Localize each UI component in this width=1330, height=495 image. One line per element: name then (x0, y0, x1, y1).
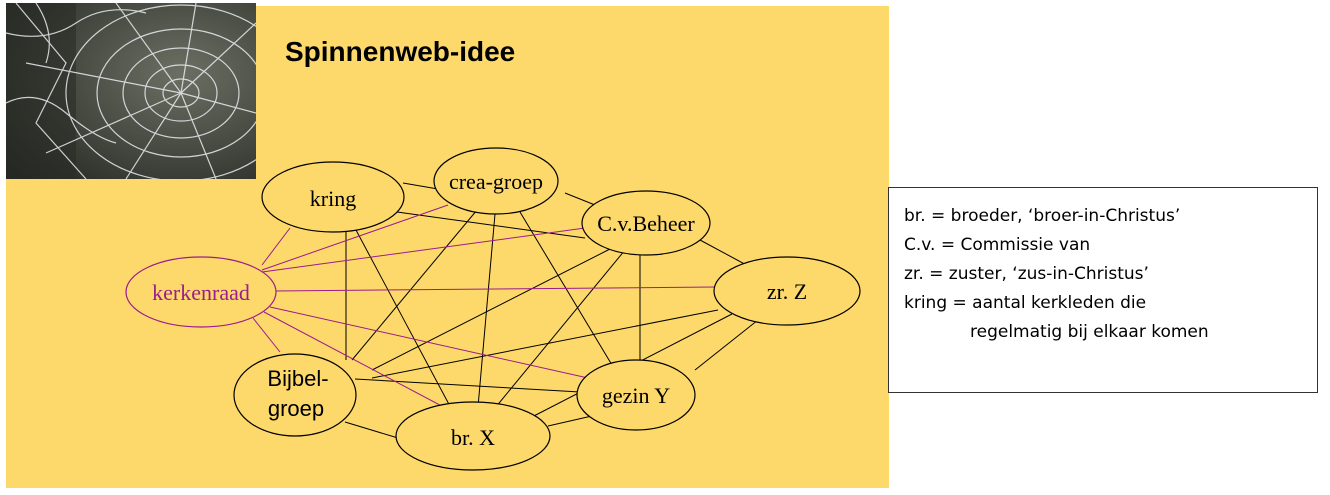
node-bijbelgroep (233, 353, 357, 437)
edge (371, 247, 613, 371)
legend-line: zr. = zuster, ‘zus-in-Christus’ (904, 264, 1149, 284)
legend-box: br. = broeder, ‘broer-in-Christus’ C.v. … (888, 187, 1318, 393)
edge (354, 378, 581, 393)
edge (351, 209, 478, 361)
label-gezin-y: gezin Y (602, 383, 670, 408)
edge-kerkenraad (252, 317, 281, 353)
node-kerkenraad (125, 256, 277, 328)
node-zr-z (713, 256, 861, 326)
kerkenraad-edges (252, 204, 716, 413)
edge-kerkenraad (261, 204, 449, 271)
legend-line: regelmatig bij elkaar komen (970, 322, 1209, 342)
node-gezin-y (576, 359, 696, 431)
edge (402, 182, 439, 190)
node-br-x (395, 401, 551, 471)
legend-line: br. = broeder, ‘broer-in-Christus’ (904, 206, 1181, 226)
edge-kerkenraad (269, 306, 589, 379)
edge-kerkenraad (261, 227, 586, 273)
edges (344, 182, 759, 439)
node-crea-groep (433, 147, 559, 215)
legend-line: kring = aantal kerkleden die (904, 293, 1147, 313)
edge (344, 421, 399, 439)
label-br-x: br. X (451, 425, 495, 450)
label-zr-z: zr. Z (767, 279, 807, 304)
label-kerkenraad: kerkenraad (152, 280, 250, 305)
label-bijbelgroep-line1: Bijbel- (267, 366, 328, 391)
edge-kerkenraad (261, 227, 291, 266)
edge (494, 249, 626, 409)
label-kring: kring (310, 186, 356, 211)
edge (694, 319, 759, 371)
label-cv-beheer: C.v.Beheer (597, 211, 695, 236)
edge (396, 211, 586, 239)
label-bijbelgroep-line2: groep (268, 396, 324, 421)
spider-web-photo (6, 3, 256, 179)
edge (477, 213, 496, 408)
node-kring (261, 161, 405, 233)
edge (371, 309, 719, 379)
legend-line: C.v. = Commissie van (904, 235, 1091, 255)
label-crea-groep: crea-groep (449, 169, 543, 194)
edge-kerkenraad (263, 311, 454, 413)
page-title: Spinnenweb-idee (285, 36, 516, 67)
edge-kerkenraad (274, 286, 716, 292)
edge (355, 229, 453, 411)
node-cv-beheer (581, 190, 711, 256)
